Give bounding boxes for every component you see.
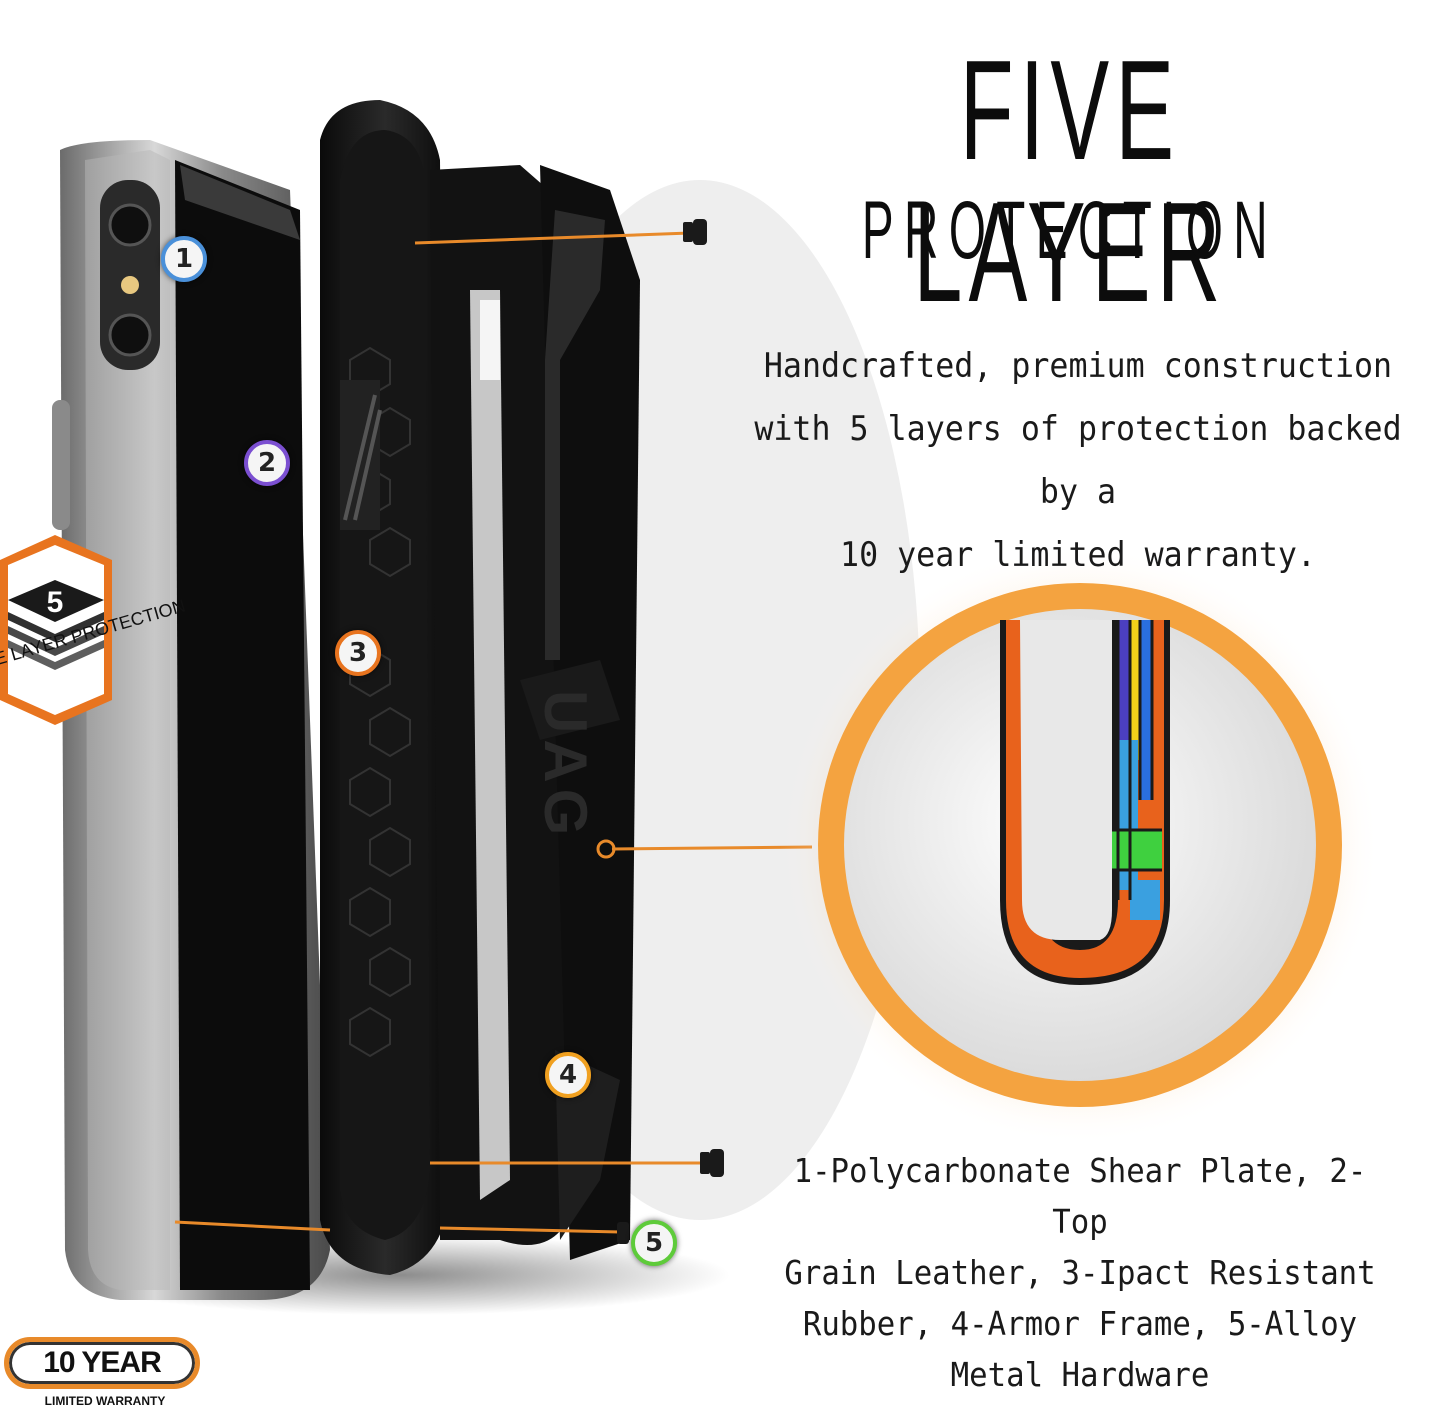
- callout-5: 5: [631, 1220, 677, 1266]
- layers-list: 1-Polycarbonate Shear Plate, 2-Top Grain…: [782, 1145, 1377, 1400]
- description-line: with 5 layers of protection backed by a: [754, 409, 1402, 512]
- callout-label: 3: [348, 638, 368, 668]
- rubber-bumper: [320, 100, 450, 1275]
- warranty-badge-sub: LIMITED WARRANTY: [44, 1394, 166, 1408]
- layers-line: 1-Polycarbonate Shear Plate, 2-Top: [793, 1151, 1367, 1241]
- callout-4: 4: [545, 1052, 591, 1098]
- description-line: Handcrafted, premium construction: [763, 346, 1393, 386]
- callout-label: 2: [257, 448, 277, 478]
- warranty-badge: 10 YEAR: [4, 1337, 200, 1389]
- screws: [617, 219, 724, 1244]
- callout-label: 5: [644, 1228, 664, 1258]
- callout-label: 1: [174, 244, 194, 274]
- five-layer-badge: 5: [0, 535, 112, 725]
- cross-section-inset: [780, 545, 1380, 1145]
- description: Handcrafted, premium construction with 5…: [741, 335, 1414, 587]
- layers-line: Grain Leather, 3-Ipact Resistant: [784, 1253, 1376, 1292]
- leader-lines: [174, 231, 813, 1234]
- callout-2: 2: [244, 440, 290, 486]
- leather-panel: [175, 160, 310, 1290]
- five-layer-badge-number: 5: [47, 586, 64, 619]
- layers-line: Rubber, 4-Armor Frame, 5-Alloy: [802, 1304, 1358, 1343]
- callout-label: 4: [558, 1060, 578, 1090]
- layers-line: Metal Hardware: [950, 1355, 1210, 1394]
- callout-3: 3: [335, 630, 381, 676]
- armor-frame: [430, 165, 640, 1260]
- brand-mark: UAG: [532, 690, 599, 842]
- heading-sub: PROTECTION: [861, 185, 1279, 276]
- heading-main: FIVE LAYER: [913, 31, 1227, 332]
- description-line: 10 year limited warranty.: [840, 535, 1316, 575]
- callout-1: 1: [161, 236, 207, 282]
